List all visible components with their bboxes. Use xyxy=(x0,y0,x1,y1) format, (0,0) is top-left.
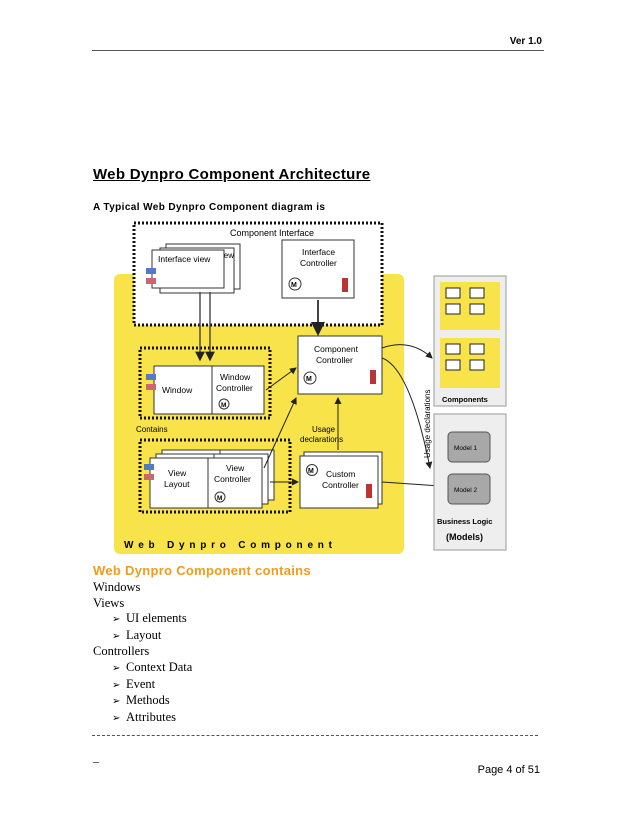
list-item-text: UI elements xyxy=(126,611,187,626)
usage-label: Usage xyxy=(312,425,336,434)
view-layout-box xyxy=(149,457,209,509)
list-item-text: Methods xyxy=(126,693,170,708)
section-title: Web Dynpro Component contains xyxy=(93,563,311,578)
controller-glyph-icon xyxy=(342,278,348,292)
version-label: Ver 1.0 xyxy=(509,36,542,47)
custom-controller-label: Custom xyxy=(326,469,355,479)
footer-rule xyxy=(92,735,538,736)
custom-controller-label: Controller xyxy=(322,480,359,490)
model-marker-icon xyxy=(214,491,226,503)
model-cylinder-icon xyxy=(447,473,491,505)
model-marker-icon xyxy=(303,371,317,385)
components-label: Components xyxy=(442,395,488,404)
list-item: Windows xyxy=(93,580,141,594)
business-logic-label: Business Logic xyxy=(437,517,492,526)
model-label: Model 1 xyxy=(454,445,478,452)
component-controller-label: Controller xyxy=(316,355,353,365)
plug-icon xyxy=(144,474,154,480)
window-area-box xyxy=(138,346,272,420)
view-layout-label: View xyxy=(168,468,187,478)
component-interface-label: Component Interface xyxy=(230,228,314,238)
model-label: Model 2 xyxy=(454,487,478,494)
view-controller-label: View xyxy=(226,463,245,473)
list-item-text: Layout xyxy=(126,627,162,642)
plug-icon xyxy=(146,268,156,274)
controller-glyph-icon xyxy=(366,484,372,498)
usage-label: declarations xyxy=(300,435,343,444)
controller-glyph-icon xyxy=(370,370,376,384)
view-area-box xyxy=(138,438,292,514)
page-number: Page 4 of 51 xyxy=(477,764,540,776)
footer-underscore: _ xyxy=(93,750,99,764)
contains-list: Windows Views ➢ UI elements ➢ Layout Contr… xyxy=(93,580,192,726)
list-item: ➢ Layout xyxy=(93,628,192,645)
list-item: Views xyxy=(93,595,125,610)
arrow-bullet-icon: ➢ xyxy=(112,696,121,708)
intro-text: A Typical Web Dynpro Component diagram i… xyxy=(93,202,326,213)
list-item: ➢ Context Data xyxy=(93,660,192,677)
model-marker-label: M xyxy=(217,495,222,502)
plug-icon xyxy=(146,384,156,390)
model-marker-label: M xyxy=(308,468,314,475)
arrow-bullet-icon: ➢ xyxy=(112,679,121,691)
list-item-text: Context Data xyxy=(126,659,193,674)
window-label: Window xyxy=(162,385,193,395)
models-label: (Models) xyxy=(446,532,483,542)
list-item: ➢ Methods xyxy=(93,693,192,710)
header-rule xyxy=(92,50,544,51)
model-marker-label: M xyxy=(221,402,226,409)
architecture-diagram: Component Interface iew Interface view I… xyxy=(114,221,507,554)
list-item: ➢ UI elements xyxy=(93,611,192,628)
model-marker-label: M xyxy=(306,376,312,383)
plug-icon xyxy=(146,278,156,284)
view-controller-label: Controller xyxy=(214,474,251,484)
model-cylinder-icon xyxy=(447,431,491,463)
component-controller-box xyxy=(297,335,383,395)
window-controller-label: Controller xyxy=(216,383,253,393)
web-dynpro-component-label: W e b D y n p r o C o m p o n e n t xyxy=(124,540,333,551)
interface-view-back-label: iew xyxy=(222,251,234,260)
list-item: Controllers xyxy=(93,644,150,659)
window-box xyxy=(153,365,213,415)
model-marker-icon xyxy=(288,277,302,291)
interface-controller-label: Interface xyxy=(302,247,335,257)
arrow-bullet-icon: ➢ xyxy=(112,614,121,626)
interface-controller-label: Controller xyxy=(300,258,337,268)
view-layout-label: Layout xyxy=(164,479,190,489)
component-controller-label: Component xyxy=(314,344,359,354)
list-item: ➢ Attributes xyxy=(93,710,192,727)
arrow-bullet-icon: ➢ xyxy=(112,630,121,642)
arrow-bullet-icon: ➢ xyxy=(112,662,121,674)
model-marker-icon xyxy=(306,464,318,476)
list-item-text: Event xyxy=(126,676,156,691)
interface-view-label: Interface view xyxy=(158,254,211,264)
window-controller-label: Window xyxy=(220,372,251,382)
usage-declarations-vertical-label: Usage declarations xyxy=(423,390,432,458)
contains-label: Contains xyxy=(136,425,168,434)
model-marker-label: M xyxy=(291,282,297,289)
plug-icon xyxy=(144,464,154,470)
list-item-text: Attributes xyxy=(126,709,176,724)
list-item: ➢ Event xyxy=(93,677,192,694)
page-heading: Web Dynpro Component Architecture xyxy=(93,166,371,183)
model-marker-icon xyxy=(218,398,230,410)
plug-icon xyxy=(146,374,156,380)
arrow-bullet-icon: ➢ xyxy=(112,712,121,724)
